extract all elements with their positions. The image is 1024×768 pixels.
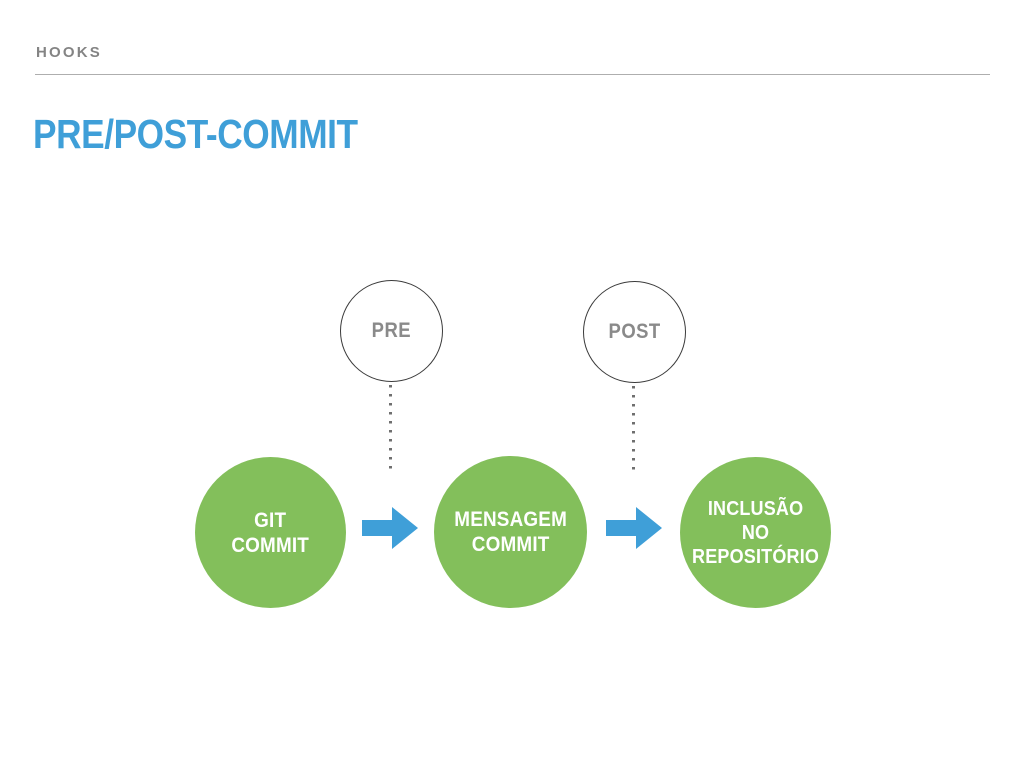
step-node-inclusao-no-repositorio-label: INCLUSÃO NO REPOSITÓRIO	[691, 497, 819, 568]
step-node-inclusao-no-repositorio: INCLUSÃO NO REPOSITÓRIO	[680, 457, 831, 608]
dotted-connector-post	[632, 386, 635, 472]
step-node-mensagem-commit: MENSAGEM COMMIT	[434, 456, 587, 608]
hook-node-post-label: POST	[608, 320, 661, 343]
dotted-connector-pre	[389, 385, 392, 471]
hook-node-pre: PRE	[340, 280, 443, 382]
header-divider	[35, 74, 990, 75]
hook-node-post: POST	[583, 281, 686, 383]
slide-eyebrow: HOOKS	[36, 44, 103, 61]
page-title: PRE/POST-COMMIT	[33, 111, 358, 157]
step-node-git-commit: GIT COMMIT	[195, 457, 346, 608]
hook-node-pre-label: PRE	[371, 319, 412, 342]
arrow-right-icon	[606, 507, 662, 549]
arrow-right-icon	[362, 507, 418, 549]
step-node-git-commit-label: GIT COMMIT	[231, 508, 310, 557]
step-node-mensagem-commit-label: MENSAGEM COMMIT	[454, 508, 567, 556]
